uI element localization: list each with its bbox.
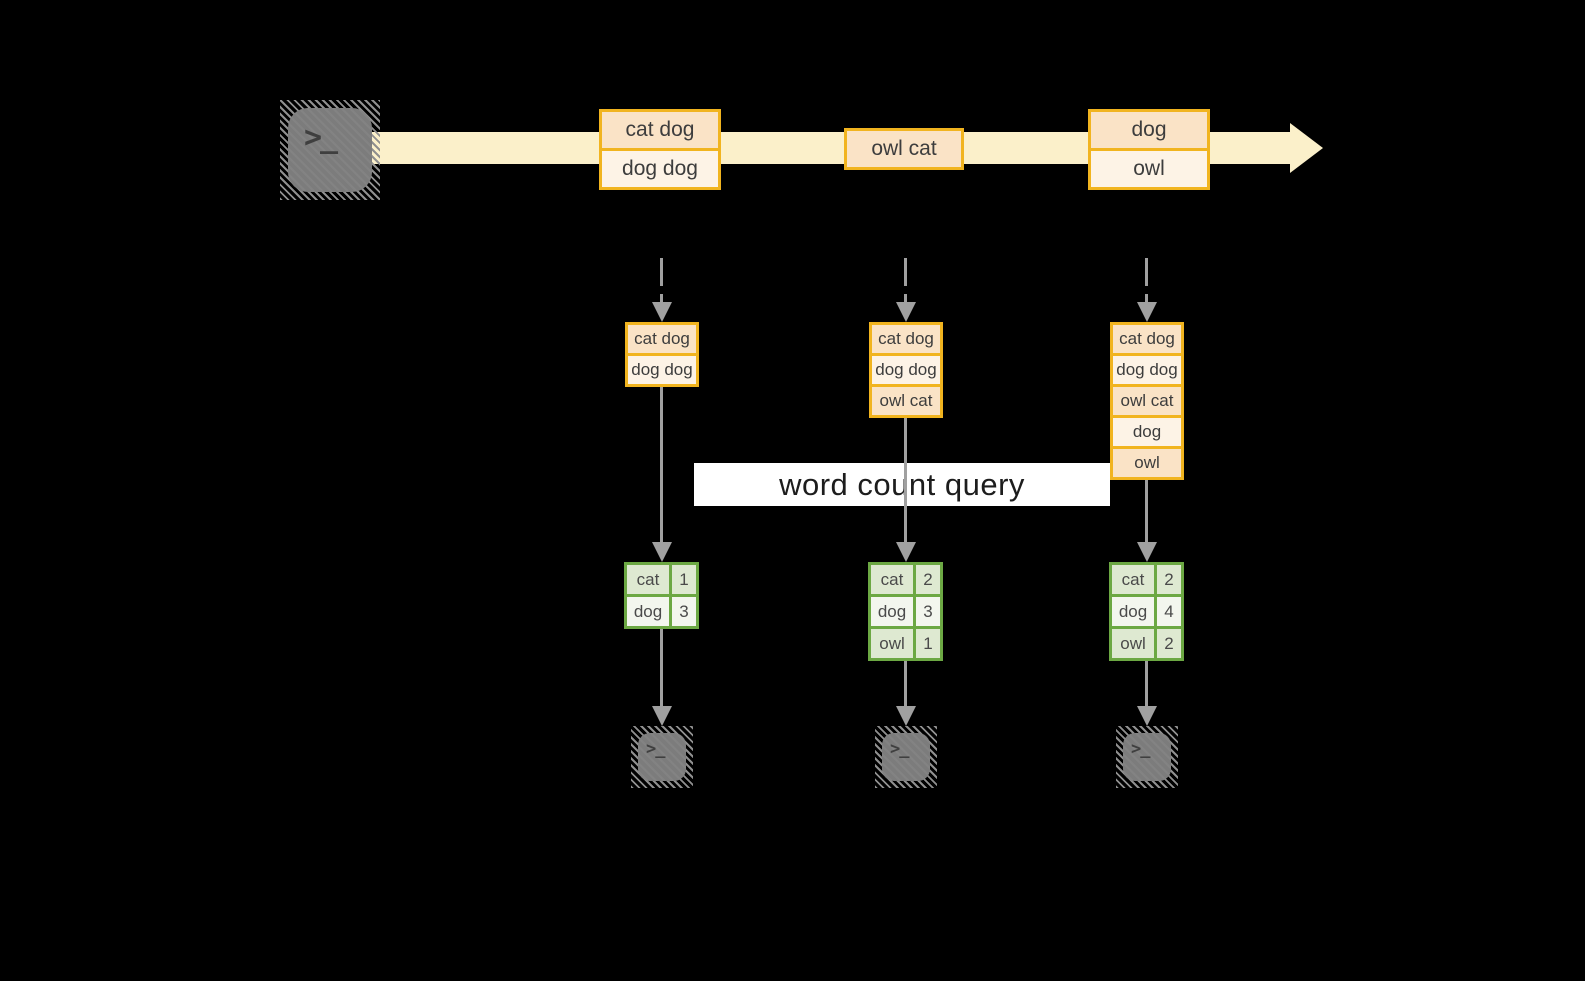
arrow-line <box>904 661 907 708</box>
dashed-arrow-head-icon <box>896 302 916 322</box>
state-row: dog dog <box>628 356 696 384</box>
stream-event-row: cat dog <box>602 112 718 148</box>
state-row: owl cat <box>1113 387 1181 415</box>
count-value-cell: 3 <box>916 597 940 626</box>
terminal-output-icon: >_ <box>1116 726 1178 788</box>
terminal-screen: >_ <box>288 108 372 192</box>
state-row: dog dog <box>872 356 940 384</box>
stream-event-row: dog dog <box>602 151 718 187</box>
prompt-icon: >_ <box>304 120 338 155</box>
count-value-cell: 1 <box>672 565 696 594</box>
state-row: owl cat <box>872 387 940 415</box>
arrow-head-icon <box>1137 542 1157 562</box>
prompt-icon: >_ <box>890 739 910 759</box>
dashed-arrow-head-icon <box>1137 302 1157 322</box>
prompt-icon: >_ <box>1131 739 1151 759</box>
arrow-line <box>1145 480 1148 544</box>
count-word-cell: dog <box>627 597 669 626</box>
arrow-line <box>660 629 663 708</box>
dashed-arrow-head-icon <box>652 302 672 322</box>
stream-event-row: dog <box>1091 112 1207 148</box>
count-value-cell: 1 <box>916 629 940 658</box>
arrow-head-icon <box>652 706 672 726</box>
arrow-head-icon <box>1137 706 1157 726</box>
state-box-2: cat dog dog dog owl cat <box>869 322 943 418</box>
terminal-output-icon: >_ <box>875 726 937 788</box>
state-row: owl <box>1113 449 1181 477</box>
state-row: cat dog <box>628 325 696 353</box>
state-row: dog <box>1113 418 1181 446</box>
arrow-head-icon <box>896 706 916 726</box>
stream-event-row: owl cat <box>847 131 961 167</box>
stream-event-box-1: cat dog dog dog <box>599 109 721 190</box>
terminal-output-icon: >_ <box>631 726 693 788</box>
arrow-line <box>904 418 907 544</box>
count-value-cell: 2 <box>916 565 940 594</box>
state-row: cat dog <box>872 325 940 353</box>
dashed-arrow-line <box>660 258 663 304</box>
count-table-3: cat 2 dog 4 owl 2 <box>1109 562 1184 661</box>
stream-event-row: owl <box>1091 151 1207 187</box>
state-box-1: cat dog dog dog <box>625 322 699 387</box>
arrow-head-icon <box>896 542 916 562</box>
count-value-cell: 3 <box>672 597 696 626</box>
count-word-cell: owl <box>1112 629 1154 658</box>
query-label: word count query <box>694 463 1110 506</box>
stream-event-box-2: owl cat <box>844 128 964 170</box>
count-word-cell: cat <box>627 565 669 594</box>
count-word-cell: cat <box>1112 565 1154 594</box>
arrow-head-icon <box>652 542 672 562</box>
terminal-screen: >_ <box>638 733 686 781</box>
count-word-cell: dog <box>1112 597 1154 626</box>
state-row: dog dog <box>1113 356 1181 384</box>
terminal-source-icon: >_ <box>280 100 380 200</box>
terminal-screen: >_ <box>1123 733 1171 781</box>
arrow-line <box>660 387 663 544</box>
count-value-cell: 4 <box>1157 597 1181 626</box>
state-box-3: cat dog dog dog owl cat dog owl <box>1110 322 1184 480</box>
dashed-arrow-line <box>904 258 907 304</box>
count-value-cell: 2 <box>1157 565 1181 594</box>
state-row: cat dog <box>1113 325 1181 353</box>
count-word-cell: owl <box>871 629 913 658</box>
dashed-arrow-line <box>1145 258 1148 304</box>
count-table-1: cat 1 dog 3 <box>624 562 699 629</box>
count-word-cell: cat <box>871 565 913 594</box>
prompt-icon: >_ <box>646 739 666 759</box>
count-word-cell: dog <box>871 597 913 626</box>
arrow-line <box>1145 661 1148 708</box>
terminal-screen: >_ <box>882 733 930 781</box>
stream-arrowhead-icon <box>1290 123 1323 173</box>
stream-event-box-3: dog owl <box>1088 109 1210 190</box>
count-table-2: cat 2 dog 3 owl 1 <box>868 562 943 661</box>
count-value-cell: 2 <box>1157 629 1181 658</box>
